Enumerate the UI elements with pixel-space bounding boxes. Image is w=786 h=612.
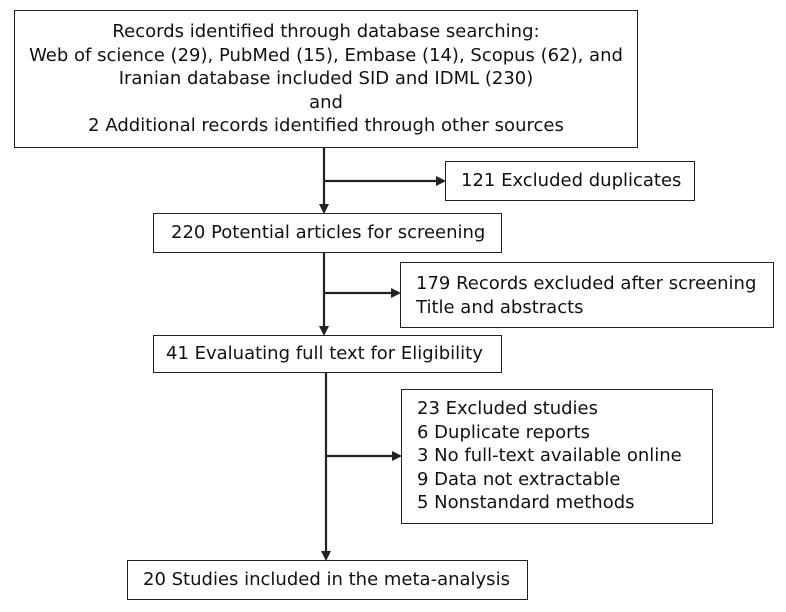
records-identified-box: Records identified through database sear… [14,10,638,148]
fulltext-eligibility-text: 41 Evaluating full text for Eligibility [166,343,483,364]
excluded-duplicates-box: 121 Excluded duplicates [445,161,695,201]
records-identified-line: Records identified through database sear… [112,21,540,42]
excluded-studies-box: 23 Excluded studies 6 Duplicate reports … [401,389,713,524]
excluded-studies-line: 5 Nonstandard methods [417,492,635,513]
studies-included-text: 20 Studies included in the meta-analysis [143,569,510,590]
records-identified-line: and [309,91,343,113]
studies-included-box: 20 Studies included in the meta-analysis [127,560,528,600]
excluded-after-screening-line: 179 Records excluded after screening [416,273,757,294]
records-identified-line: Web of science (29), PubMed (15), Embase… [29,44,623,66]
records-identified-line: Iranian database included SID and IDML (… [118,68,534,89]
screening-text: 220 Potential articles for screening [171,222,486,243]
records-identified-line: 2 Additional records identified through … [88,115,564,136]
excluded-studies-line: 6 Duplicate reports [417,421,591,443]
excluded-duplicates-text: 121 Excluded duplicates [461,170,682,191]
excluded-after-screening-line: Title and abstracts [416,296,584,318]
excluded-studies-line: 23 Excluded studies [417,398,599,419]
excluded-studies-line: 3 No full-text available online [417,445,682,466]
fulltext-eligibility-box: 41 Evaluating full text for Eligibility [153,335,502,373]
excluded-after-screening-box: 179 Records excluded after screening Tit… [400,262,774,328]
screening-box: 220 Potential articles for screening [153,213,502,253]
excluded-studies-line: 9 Data not extractable [417,468,621,490]
